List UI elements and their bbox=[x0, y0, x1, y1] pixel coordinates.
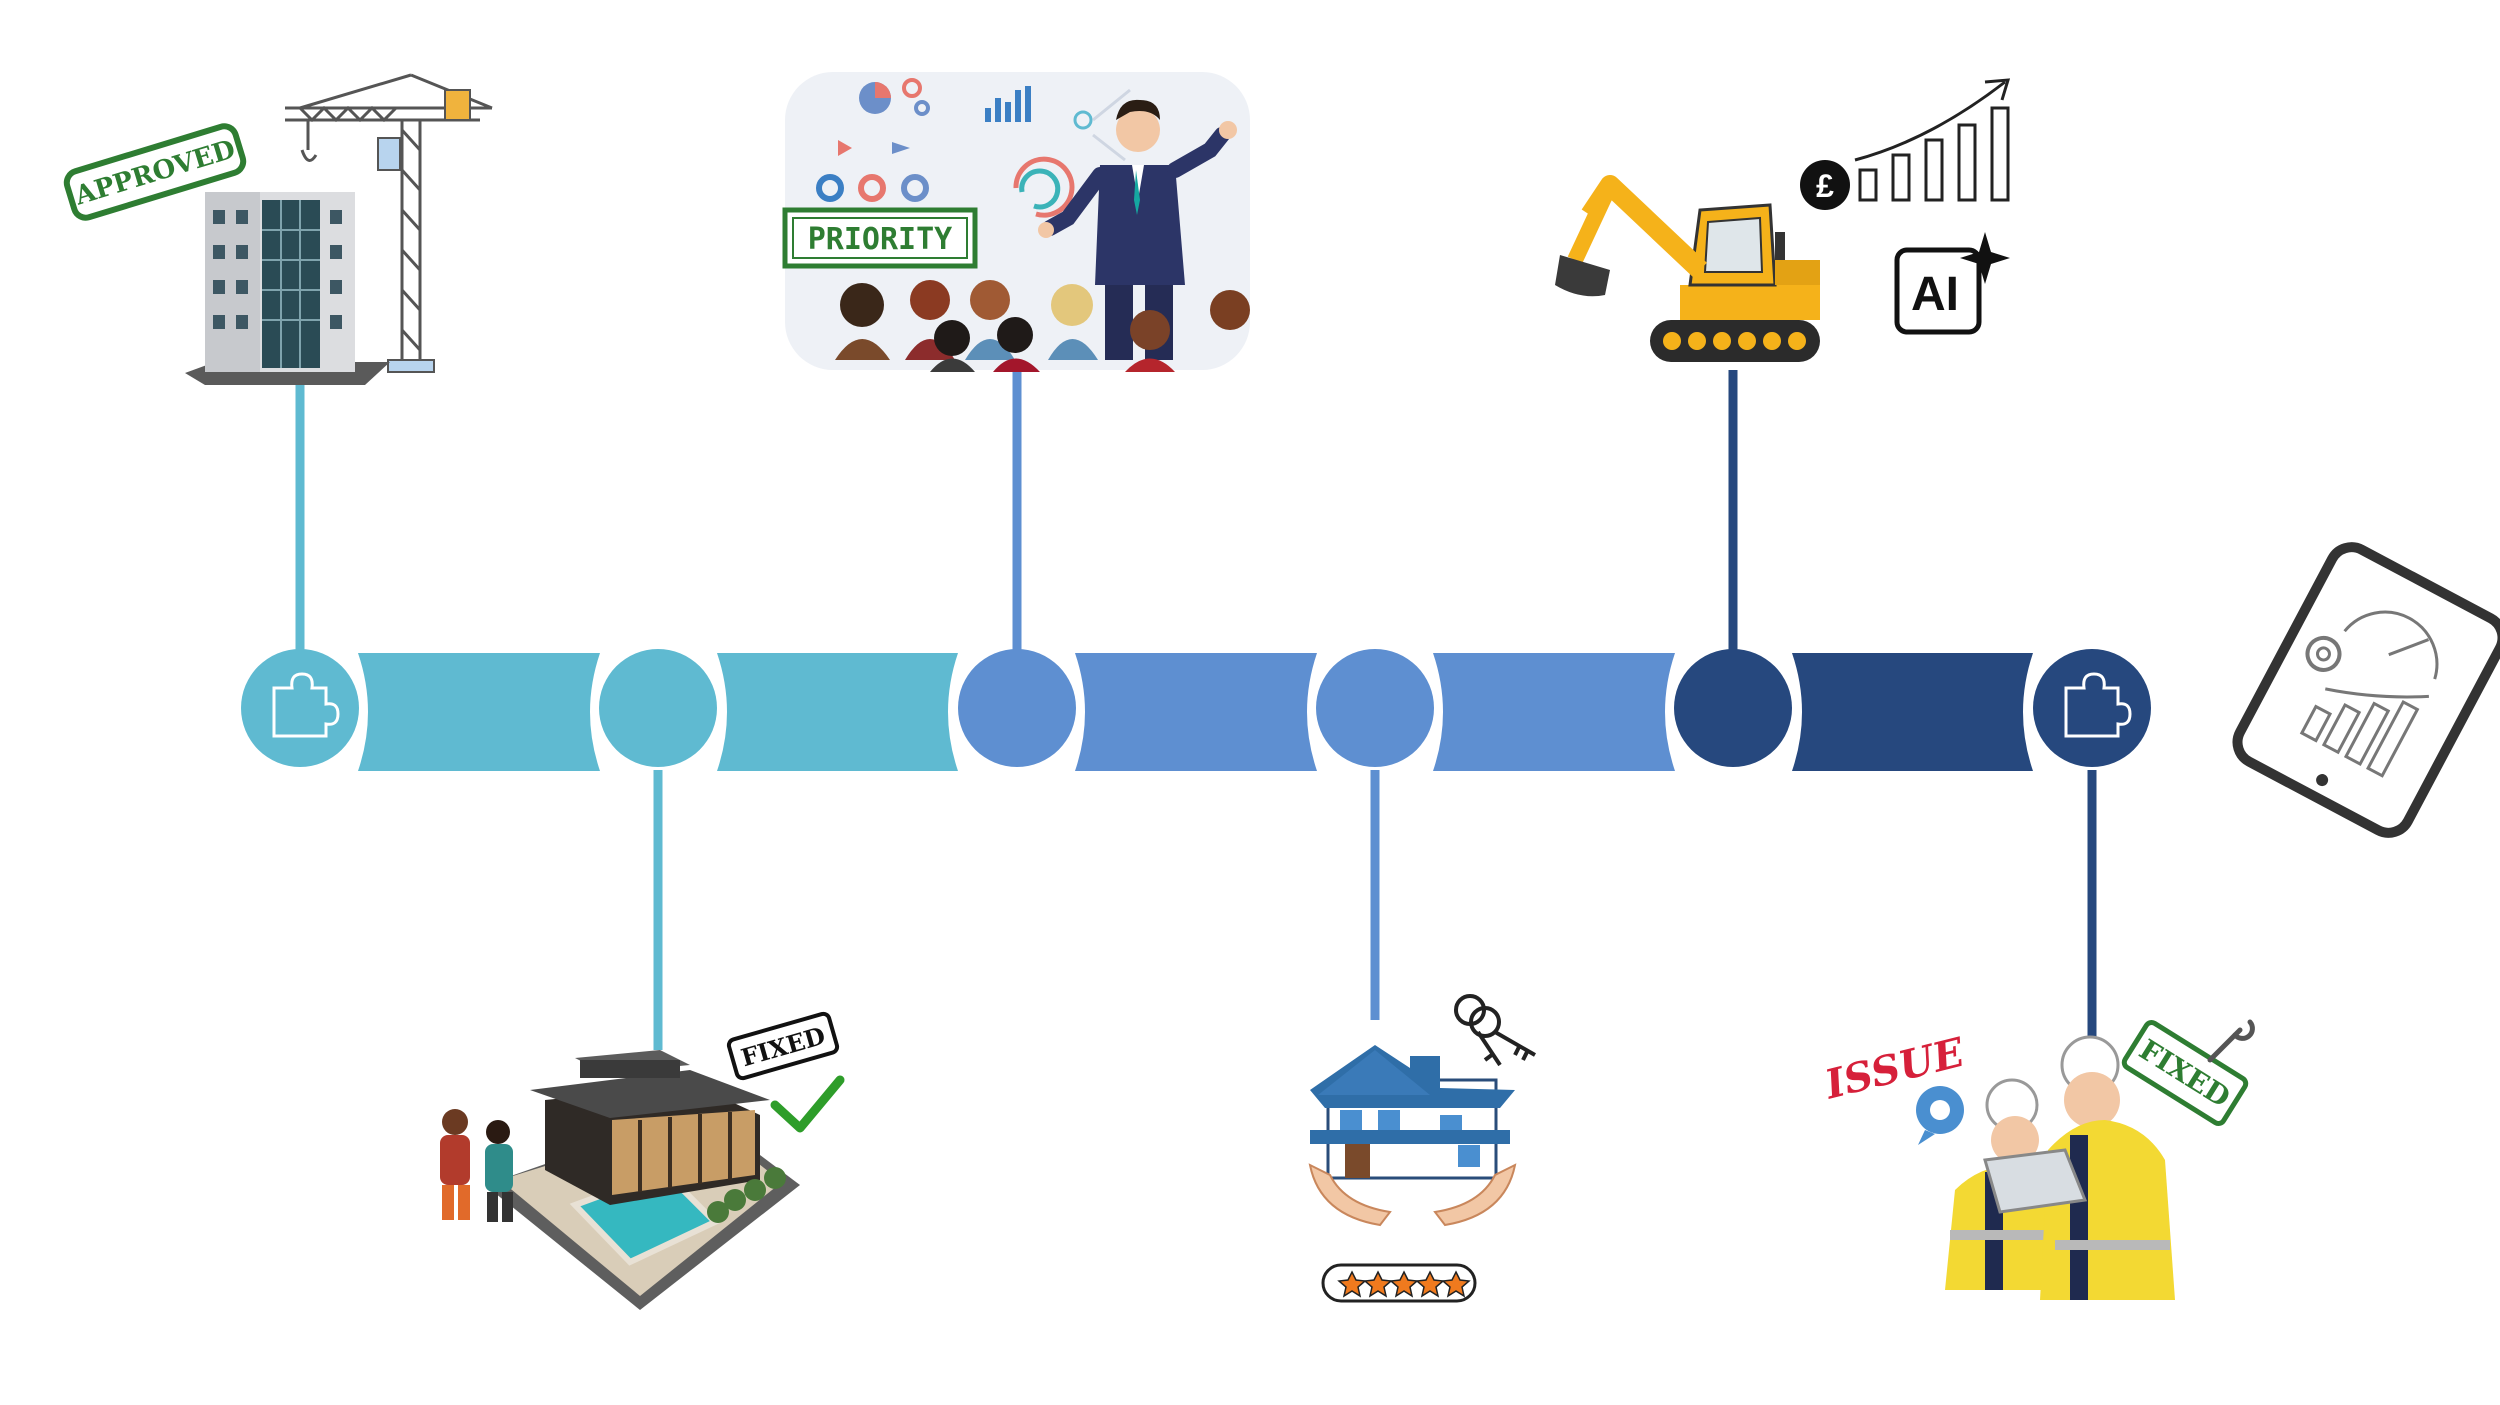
hands-icon bbox=[1308, 1163, 1517, 1227]
house-roof bbox=[530, 1070, 770, 1118]
excavator-icon bbox=[1555, 175, 1820, 362]
star-icon bbox=[1337, 1270, 1471, 1298]
engineer-figures bbox=[1945, 1035, 2175, 1300]
timeline-node-1 bbox=[241, 649, 359, 767]
timeline-node-6 bbox=[2033, 649, 2151, 767]
timeline-node-5 bbox=[1674, 649, 1792, 767]
people-figures bbox=[440, 1109, 513, 1222]
gear-icon bbox=[1916, 1086, 1964, 1145]
puzzle-icon bbox=[2064, 672, 2132, 738]
puzzle-icon bbox=[272, 672, 340, 738]
issue-fixed-engineers-illustration: ISSUE FIXED bbox=[1820, 1019, 2255, 1300]
ai-badge-text: AI bbox=[1911, 268, 1959, 321]
presentation-charts bbox=[816, 78, 1131, 218]
building-glass bbox=[262, 200, 320, 368]
audience-figures bbox=[835, 280, 1250, 372]
star-rating bbox=[1321, 1263, 1477, 1303]
fixed-house-pool-illustration: FIXED bbox=[440, 1011, 845, 1310]
house-icon bbox=[1310, 1045, 1515, 1180]
checkmark-icon bbox=[770, 1075, 845, 1133]
timeline-node-2 bbox=[599, 649, 717, 767]
priority-stamp: PRIORITY bbox=[782, 207, 978, 269]
timeline-segment-4 bbox=[1433, 653, 1675, 771]
excavator-ai-illustration: £ AI bbox=[1555, 78, 2011, 362]
priority-presentation-illustration: PRIORITY bbox=[782, 72, 1250, 372]
wrench-icon bbox=[2207, 1019, 2255, 1063]
timeline-segment-5 bbox=[1792, 653, 2033, 771]
fixed-stamp-engineers: FIXED bbox=[2121, 1019, 2249, 1127]
pound-growth-chart: £ bbox=[1800, 78, 2011, 210]
tablet-held bbox=[1983, 1148, 2088, 1214]
timeline-segment-2 bbox=[717, 653, 958, 771]
approved-building-illustration: APPROVED bbox=[63, 73, 493, 385]
timeline-segment-1 bbox=[358, 653, 600, 771]
priority-stamp-text: PRIORITY bbox=[808, 222, 953, 257]
tablet-dashboard-icon bbox=[2232, 542, 2500, 838]
house-keys-rating-illustration bbox=[1308, 994, 1536, 1303]
ai-icon: AI bbox=[1894, 232, 2010, 335]
timeline-node-3 bbox=[958, 649, 1076, 767]
crane-counterweight bbox=[444, 89, 471, 121]
crane-base bbox=[387, 359, 435, 373]
timeline-segment-3 bbox=[1075, 653, 1317, 771]
timeline-node-4 bbox=[1316, 649, 1434, 767]
timeline-bar bbox=[241, 365, 2151, 1050]
crane-cabin bbox=[377, 137, 401, 171]
pound-badge-text: £ bbox=[1816, 168, 1834, 204]
building-windows bbox=[213, 210, 342, 329]
fixed-stamp-house: FIXED bbox=[726, 1011, 840, 1081]
keys-icon bbox=[1454, 994, 1536, 1067]
